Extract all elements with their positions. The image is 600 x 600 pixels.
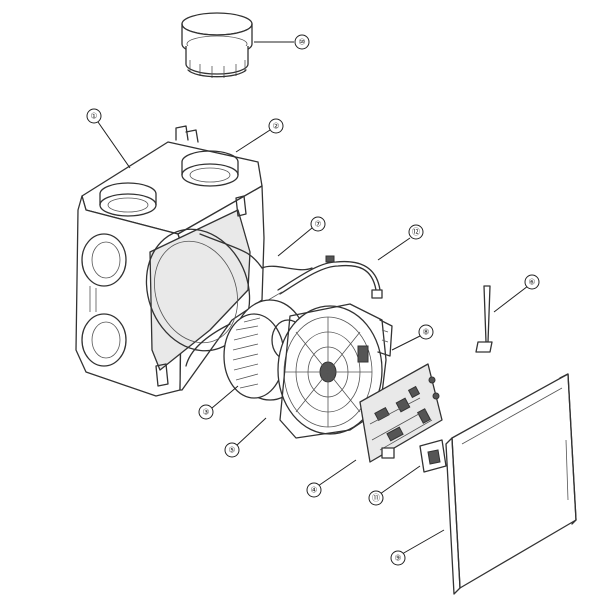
callout-2: ② bbox=[268, 118, 284, 134]
svg-text:⑧: ⑧ bbox=[422, 328, 429, 337]
svg-text:⑤: ⑤ bbox=[228, 446, 235, 455]
svg-text:⑨: ⑨ bbox=[394, 554, 401, 563]
callout-11: ⑪ bbox=[368, 490, 384, 506]
svg-text:⑫: ⑫ bbox=[412, 228, 420, 237]
connector-icon bbox=[419, 439, 447, 473]
antenna-icon bbox=[475, 285, 493, 353]
svg-text:⑥: ⑥ bbox=[528, 278, 535, 287]
callout-4: ④ bbox=[306, 482, 322, 498]
svg-text:④: ④ bbox=[310, 486, 317, 495]
callout-3: ③ bbox=[198, 404, 214, 420]
svg-text:①: ① bbox=[90, 112, 97, 121]
callout-5: ⑤ bbox=[224, 442, 240, 458]
callout-1: ① bbox=[86, 108, 102, 124]
svg-text:⑦: ⑦ bbox=[314, 220, 321, 229]
circuit-board-icon bbox=[359, 363, 443, 463]
cable-icon bbox=[199, 233, 313, 271]
callout-12: ⑫ bbox=[408, 224, 424, 240]
callout-9: ⑨ bbox=[390, 550, 406, 566]
front-cover-icon bbox=[445, 373, 577, 595]
spigot-icon bbox=[181, 12, 253, 78]
leader-lines bbox=[97, 41, 529, 555]
callout-10: ⑩ bbox=[294, 34, 310, 50]
svg-text:⑪: ⑪ bbox=[372, 494, 380, 503]
svg-text:③: ③ bbox=[202, 408, 209, 417]
svg-text:⑩: ⑩ bbox=[298, 38, 305, 47]
svg-text:②: ② bbox=[272, 122, 279, 131]
callout-6: ⑥ bbox=[524, 274, 540, 290]
housing-icon bbox=[75, 125, 265, 397]
fan-guard-icon bbox=[277, 303, 387, 439]
motor-mount-icon bbox=[377, 319, 393, 357]
callout-8: ⑧ bbox=[418, 324, 434, 340]
callout-7: ⑦ bbox=[310, 216, 326, 232]
